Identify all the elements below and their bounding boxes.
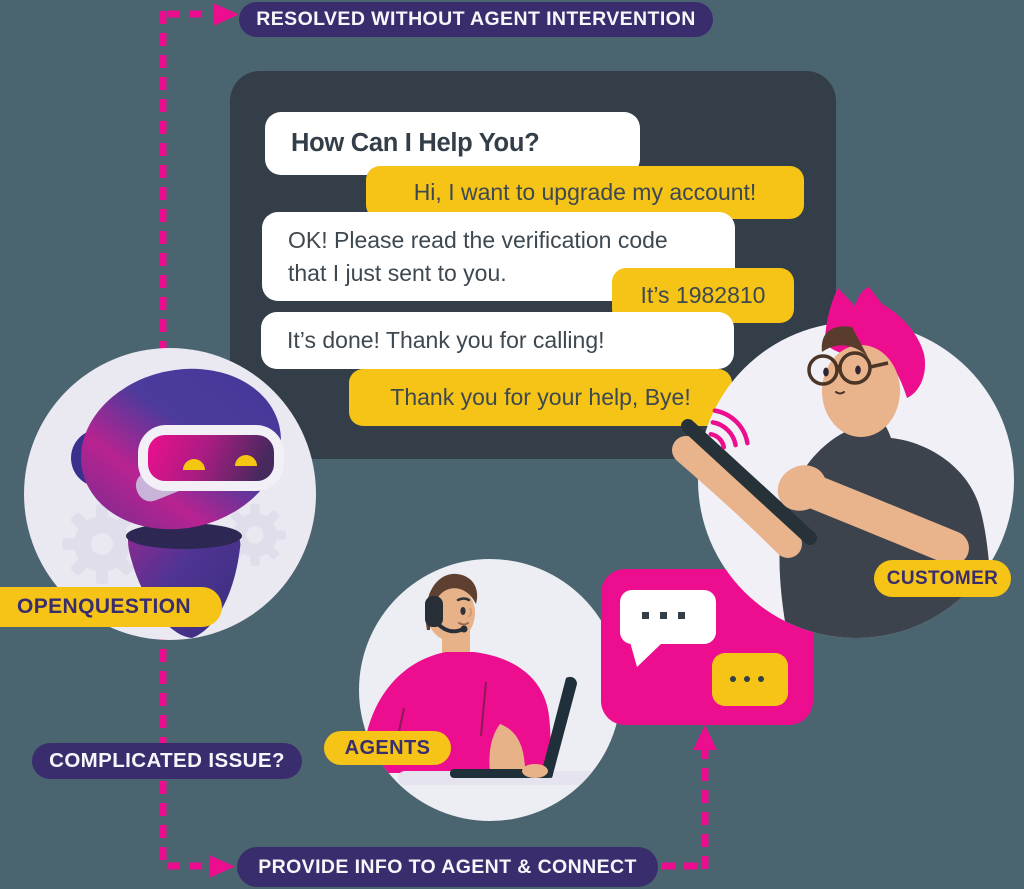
tablet	[681, 419, 817, 545]
banner-complicated-issue: COMPLICATED ISSUE?	[32, 743, 302, 779]
label-agents: AGENTS	[324, 731, 451, 765]
agent-hand	[522, 764, 548, 778]
robot-illustration	[62, 368, 287, 638]
headset-mic-tip	[460, 625, 468, 633]
label-customer: CUSTOMER	[874, 560, 1011, 597]
chat-bubble-bot-greeting: How Can I Help You?	[265, 112, 640, 175]
banner-complicated-text: COMPLICATED ISSUE?	[49, 749, 285, 772]
typing-dots-icon	[642, 612, 685, 619]
sleeve-seam	[480, 681, 487, 737]
customer-left-arm	[672, 436, 802, 558]
speech-bubble-yellow	[712, 653, 788, 706]
banner-provide-text: PROVIDE INFO TO AGENT & CONNECT	[258, 855, 637, 878]
banner-provide-info: PROVIDE INFO TO AGENT & CONNECT	[237, 847, 658, 887]
chat-bubble-customer-upgrade: Hi, I want to upgrade my account!	[366, 166, 804, 219]
chat-message-text: It’s 1982810	[640, 282, 766, 308]
chat-bubble-bot-done: It’s done! Thank you for calling!	[261, 312, 734, 369]
robot-eye	[183, 459, 205, 470]
customer-mouth	[835, 391, 845, 395]
headset-icon	[425, 596, 443, 627]
banner-resolved: RESOLVED WITHOUT AGENT INTERVENTION	[239, 2, 713, 37]
customer-right-arm	[793, 473, 969, 565]
chat-message-text: Thank you for your help, Bye!	[390, 384, 691, 410]
robot-eye	[235, 455, 257, 466]
glasses-icon	[807, 351, 889, 386]
agent-mouth	[458, 622, 469, 626]
agent-circle	[350, 550, 630, 835]
chat-message-text: OK! Please read the verification code th…	[288, 226, 668, 286]
customer-circle	[660, 280, 1024, 655]
arrow-up-icon	[693, 725, 717, 750]
agent-illustration	[359, 559, 621, 821]
customer-front-hair	[821, 326, 868, 357]
arrow-right-icon	[213, 3, 239, 26]
customer-hand	[777, 465, 827, 511]
customer-eye	[855, 365, 861, 375]
label-agents-text: AGENTS	[344, 736, 431, 759]
customer-eye	[823, 367, 829, 377]
chat-icon-bubbles	[620, 590, 788, 706]
chat-message-text: It’s done! Thank you for calling!	[287, 327, 605, 353]
label-openquestion-text: OPENQUESTION	[17, 595, 191, 618]
chat-message-text: Hi, I want to upgrade my account!	[413, 179, 757, 205]
robot-collar	[126, 523, 242, 549]
arrow-right-icon	[209, 855, 235, 878]
chat-bubble-customer-bye: Thank you for your help, Bye!	[349, 369, 732, 426]
gear-icon	[62, 504, 142, 584]
label-customer-text: CUSTOMER	[886, 567, 999, 589]
agent-forearm	[489, 724, 526, 774]
laptop	[541, 676, 577, 778]
customer-hair	[825, 287, 926, 398]
typing-dots-icon	[730, 676, 764, 682]
label-openquestion: OPENQUESTION	[0, 587, 222, 627]
banner-resolved-text: RESOLVED WITHOUT AGENT INTERVENTION	[256, 8, 696, 30]
speech-bubble-white	[620, 590, 716, 667]
agent-hair	[425, 573, 478, 630]
wifi-icon	[708, 408, 750, 450]
chat-message-text: How Can I Help You?	[291, 129, 540, 157]
agent-nose	[467, 607, 473, 618]
agent-brow	[456, 597, 471, 602]
robot-visor-screen	[148, 435, 274, 481]
agent-eye	[460, 607, 466, 615]
